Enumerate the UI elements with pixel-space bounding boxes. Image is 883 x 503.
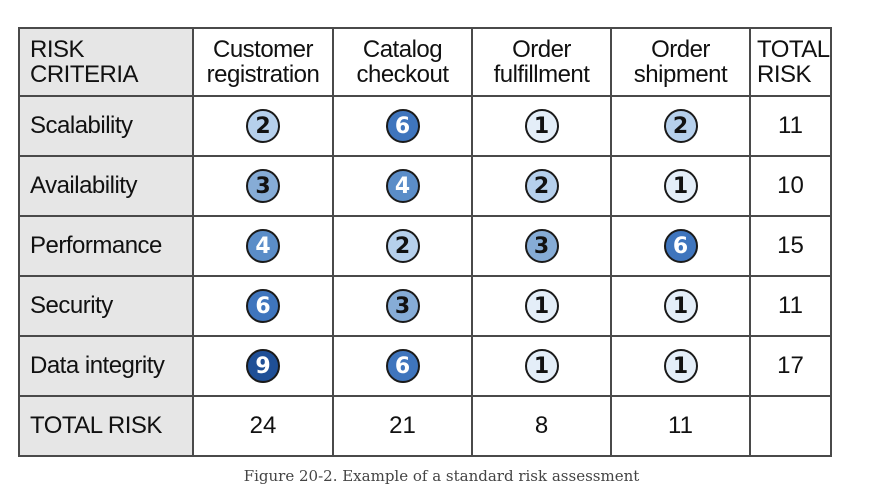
row-label: Performance [18, 215, 194, 277]
score-badge: 2 [663, 109, 698, 143]
grand-total [749, 395, 832, 457]
score-cell: 1 [610, 155, 751, 217]
score-cell: 2 [332, 215, 473, 277]
score-badge: 6 [663, 229, 698, 263]
column-header-line2: shipment [633, 61, 728, 88]
score-cell: 4 [332, 155, 473, 217]
score-cell: 3 [332, 275, 473, 337]
table-row: Availability 3 4 2 1 10 [18, 155, 832, 217]
column-header-line1: Customer [212, 36, 314, 63]
column-header-order-fulfillment: Order fulfillment [471, 27, 612, 97]
score-cell: 1 [610, 335, 751, 397]
score-cell: 2 [610, 95, 751, 157]
score-cell: 9 [192, 335, 334, 397]
score-badge: 3 [524, 229, 559, 263]
column-header-total-risk: TOTAL RISK [749, 27, 832, 97]
score-badge: 6 [385, 109, 420, 143]
score-cell: 1 [471, 335, 612, 397]
score-badge: 2 [524, 169, 559, 203]
row-total: 15 [749, 215, 832, 277]
row-label: Availability [18, 155, 194, 217]
score-cell: 2 [471, 155, 612, 217]
score-cell: 3 [471, 215, 612, 277]
score-badge: 1 [663, 289, 698, 323]
score-badge: 3 [246, 169, 280, 203]
score-badge: 2 [246, 109, 280, 143]
row-label: Security [18, 275, 194, 337]
score-badge: 4 [385, 169, 420, 203]
column-header-customer-registration: Customer registration [192, 27, 334, 97]
score-cell: 2 [192, 95, 334, 157]
row-total: 11 [749, 275, 832, 337]
score-badge: 4 [246, 229, 280, 263]
score-badge: 3 [385, 289, 420, 323]
column-header-line1: Order [651, 36, 710, 63]
table-row: Data integrity 9 6 1 1 17 [18, 335, 832, 397]
column-header-catalog-checkout: Catalog checkout [332, 27, 473, 97]
column-header-line2: registration [206, 61, 320, 88]
column-header-line2: fulfillment [493, 61, 590, 88]
score-badge: 1 [524, 289, 559, 323]
score-badge: 1 [524, 349, 559, 383]
score-badge: 6 [385, 349, 420, 383]
corner-header: RISK CRITERIA [18, 27, 194, 97]
score-cell: 3 [192, 155, 334, 217]
column-header-line2: RISK [757, 61, 812, 88]
column-total: 24 [192, 395, 334, 457]
score-badge: 1 [663, 349, 698, 383]
score-badge: 2 [385, 229, 420, 263]
score-cell: 6 [332, 95, 473, 157]
score-cell: 4 [192, 215, 334, 277]
row-total: 10 [749, 155, 832, 217]
column-header-order-shipment: Order shipment [610, 27, 751, 97]
score-cell: 6 [192, 275, 334, 337]
score-cell: 1 [471, 275, 612, 337]
column-total: 11 [610, 395, 751, 457]
column-total: 21 [332, 395, 473, 457]
score-cell: 6 [610, 215, 751, 277]
row-total: 11 [749, 95, 832, 157]
score-cell: 6 [332, 335, 473, 397]
row-total: 17 [749, 335, 832, 397]
column-header-line1: Order [512, 36, 571, 63]
risk-assessment-table: RISK CRITERIA Customer registration Cata… [18, 27, 832, 457]
column-header-line2: checkout [356, 61, 449, 88]
row-label: Data integrity [18, 335, 194, 397]
column-header-line1: TOTAL [757, 36, 830, 63]
score-badge: 1 [663, 169, 698, 203]
table-row: Security 6 3 1 1 11 [18, 275, 832, 337]
score-cell: 1 [610, 275, 751, 337]
score-badge: 9 [246, 349, 280, 383]
score-badge: 6 [246, 289, 280, 323]
header-row: RISK CRITERIA Customer registration Cata… [18, 27, 832, 97]
row-label: Scalability [18, 95, 194, 157]
column-header-line1: Catalog [362, 36, 443, 63]
score-badge: 1 [524, 109, 559, 143]
score-cell: 1 [471, 95, 612, 157]
table-row: Performance 4 2 3 6 15 [18, 215, 832, 277]
row-label: TOTAL RISK [18, 395, 194, 457]
total-risk-row: TOTAL RISK 24 21 8 11 [18, 395, 832, 457]
table-row: Scalability 2 6 1 2 11 [18, 95, 832, 157]
figure-caption: Figure 20-2. Example of a standard risk … [243, 467, 640, 485]
column-total: 8 [471, 395, 612, 457]
